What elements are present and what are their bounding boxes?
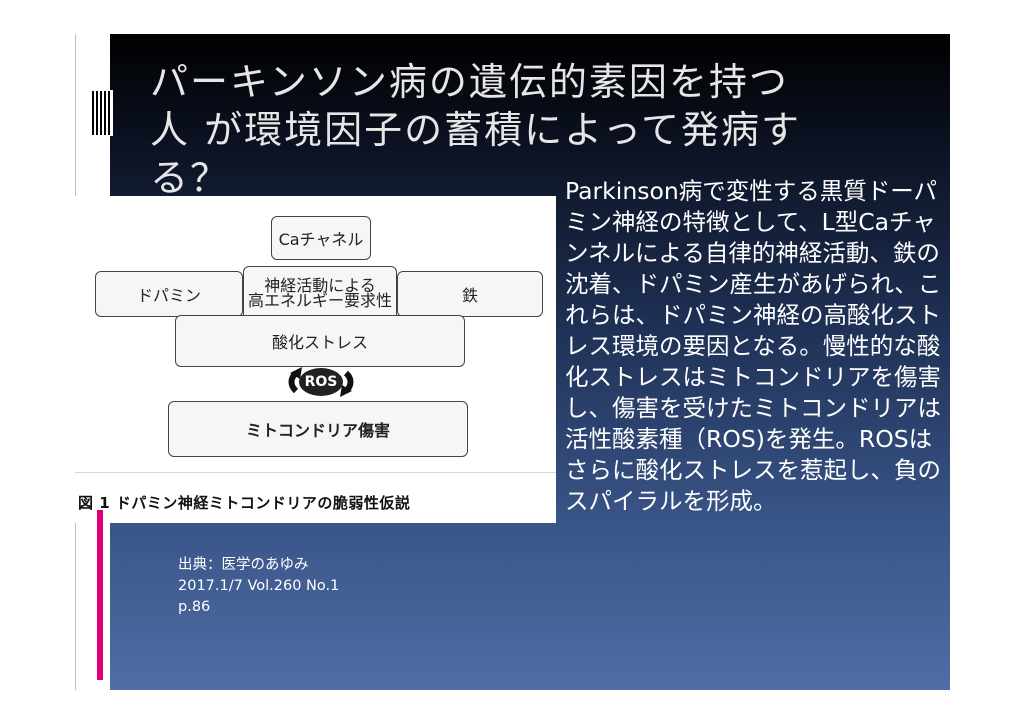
title-marker-icon [89,90,113,136]
source-line-1: 出典：医学のあゆみ [178,557,309,573]
slide-title: パーキンソン病の遺伝的素因を持つ 人 が環境因子の蓄積によって発病す る？ [150,58,910,202]
iron-box: 鉄 [397,271,543,317]
ros-label: ROS [299,368,343,396]
mitochondria-damage-box: ミトコンドリア傷害 [168,401,468,457]
source-citation: 出典：医学のあゆみ 2017.1/7 Vol.260 No.1 p.86 [178,555,438,618]
figure-divider [75,472,556,473]
dopamine-box: ドパミン [95,271,243,317]
source-line-3: p.86 [178,599,211,615]
ca-channel-box: Caチャネル [271,216,371,260]
energy-demand-box: 神経活動による 高エネルギー要求性 [243,266,397,320]
figure-caption: 図 1 ドパミン神経ミトコンドリアの脆弱性仮説 [78,494,411,512]
body-text: Parkinson病で変性する黒質ドーパミン神経の特徴として、L型Caチャンネル… [565,177,942,515]
accent-bar [97,510,103,680]
source-line-2: 2017.1/7 Vol.260 No.1 [178,578,340,594]
title-line-3: る？ [150,156,231,200]
ros-cycle-icon [288,367,354,397]
oxidative-stress-box: 酸化ストレス [175,315,465,367]
title-line-1: パーキンソン病の遺伝的素因を持つ [150,60,789,104]
diagram-figure: Caチャネル ドパミン 神経活動による 高エネルギー要求性 鉄 酸化ストレス R… [75,196,556,523]
title-line-2: 人 が環境因子の蓄積によって発病す [150,108,802,152]
